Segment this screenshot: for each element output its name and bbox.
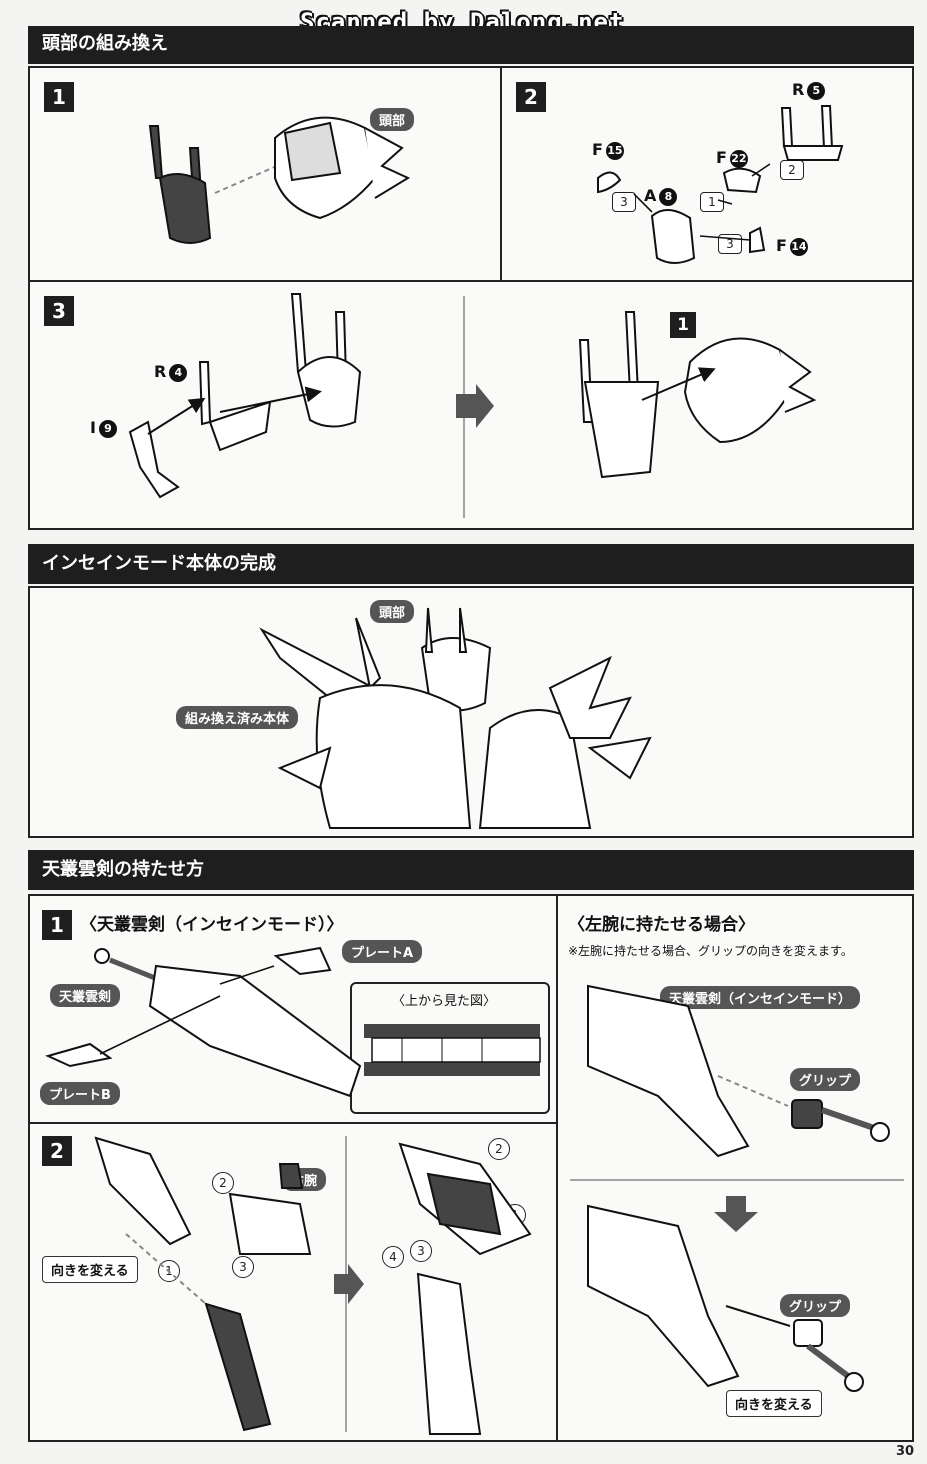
order-marker: 3 <box>612 192 636 212</box>
part-letter: F <box>716 148 727 167</box>
head-swap-illustration <box>148 116 411 244</box>
head-parts-illustration <box>597 105 844 264</box>
part-number: 8 <box>659 188 678 206</box>
step-number: 3 <box>44 296 74 326</box>
top-view-inset: 〈上から見た図〉 <box>350 982 550 1114</box>
label-head: 頭部 <box>370 600 415 623</box>
section-header-insane-complete: インセインモード本体の完成 <box>28 544 914 584</box>
part-letter: R <box>792 80 805 99</box>
sword-step2-panel: 2 右腕 向きを変える 1 2 3 1 2 3 4 <box>28 1122 558 1442</box>
left-arm-illustration <box>570 984 904 1392</box>
part-letter: I <box>90 418 96 437</box>
right-arm-illustration <box>94 1136 532 1435</box>
label-sword: 天叢雲剣 <box>50 984 121 1007</box>
step-number: 1 <box>44 82 74 112</box>
top-view-illustration <box>364 1024 541 1076</box>
part-number: 15 <box>605 142 624 160</box>
section-header-head-swap: 頭部の組み換え <box>28 26 914 64</box>
part-number: 22 <box>729 150 748 168</box>
part-number: 9 <box>98 420 117 438</box>
label-plate-b: プレートB <box>40 1082 120 1105</box>
sword-step1-panel: 1 〈天叢雲剣（インセインモード）〉 天叢雲剣 プレートA プレートB 〈上から… <box>28 894 558 1124</box>
part-letter: F <box>592 140 603 159</box>
label-grip: グリップ <box>790 1068 861 1091</box>
sword-plates-illustration <box>45 946 362 1098</box>
order-marker: 3 <box>410 1240 432 1262</box>
label-sword-insane: 天叢雲剣（インセインモード） <box>660 986 861 1009</box>
label-plate-a: プレートA <box>342 940 423 963</box>
section-header-sword-hold: 天叢雲剣の持たせ方 <box>28 850 914 890</box>
order-marker: 4 <box>382 1246 404 1268</box>
part-letter: R <box>154 362 167 381</box>
step-number: 2 <box>516 82 546 112</box>
part-letter: F <box>776 236 787 255</box>
complete-body-illustration <box>259 607 652 829</box>
left-arm-note: ※左腕に持たせる場合、グリップの向きを変えます。 <box>568 944 853 958</box>
part-number: 5 <box>807 82 826 100</box>
label-body: 組み換え済み本体 <box>176 706 299 729</box>
left-arm-panel: 〈左腕に持たせる場合〉 ※左腕に持たせる場合、グリップの向きを変えます。 天叢雲… <box>556 894 914 1442</box>
complete-panel: 頭部 組み換え済み本体 <box>28 586 914 838</box>
label-turn-direction: 向きを変える <box>42 1256 138 1283</box>
part-letter: A <box>644 186 657 205</box>
inset-title: 〈上から見た図〉 <box>392 994 497 1009</box>
label-grip-2: グリップ <box>780 1294 851 1317</box>
order-marker: 2 <box>212 1172 234 1194</box>
head-assembly-illustration <box>128 293 817 518</box>
step-number: 1 <box>42 910 72 940</box>
label-turn-direction: 向きを変える <box>726 1390 822 1417</box>
step-number: 2 <box>42 1136 72 1166</box>
step-reference: 1 <box>670 312 696 338</box>
page-number: 30 <box>896 1444 915 1459</box>
order-marker: 3 <box>232 1256 254 1278</box>
order-marker: 2 <box>488 1138 510 1160</box>
part-number: 4 <box>169 364 188 382</box>
step1-panel: 1 頭部 <box>28 66 502 282</box>
sword-step1-subtitle: 〈天叢雲剣（インセインモード）〉 <box>80 915 344 935</box>
part-number: 14 <box>789 238 808 256</box>
left-arm-subtitle: 〈左腕に持たせる場合〉 <box>568 915 755 935</box>
label-head: 頭部 <box>370 108 415 131</box>
